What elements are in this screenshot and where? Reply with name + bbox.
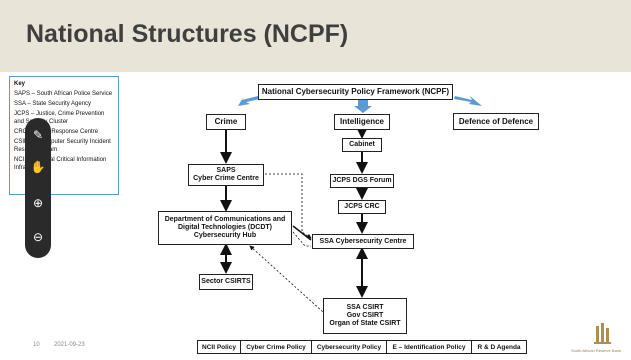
presentation-toolbar: ✎ ✋ ⊕ ⊖ bbox=[25, 118, 51, 258]
node-ssa-centre: SSA Cybersecurity Centre bbox=[312, 234, 414, 249]
blue-arrow-center bbox=[354, 100, 372, 113]
zoom-out-icon[interactable]: ⊖ bbox=[32, 230, 44, 244]
policy-bar: NCII Policy Cyber Crime Policy Cybersecu… bbox=[197, 340, 527, 354]
key-item: SAPS – South African Police Service bbox=[14, 91, 113, 97]
node-ncpf: National Cybersecurity Policy Framework … bbox=[258, 84, 453, 100]
title-banner: National Structures (NCPF) bbox=[0, 0, 631, 72]
key-item: CRC – Cyber Response Centre bbox=[14, 129, 99, 135]
policy-item: E – Identification Policy bbox=[386, 340, 472, 354]
draw-icon[interactable]: ✎ bbox=[32, 128, 44, 142]
policy-item: Cybersecurity Policy bbox=[311, 340, 387, 354]
node-cabinet: Cabinet bbox=[342, 138, 382, 152]
node-csirt-stack: SSA CSIRT Gov CSIRT Organ of State CSIRT bbox=[323, 298, 407, 334]
node-dcdt: Department of Communications and Digital… bbox=[158, 211, 292, 245]
zoom-in-icon[interactable]: ⊕ bbox=[32, 196, 44, 210]
node-saps: SAPS Cyber Crime Centre bbox=[188, 164, 264, 186]
node-jcps-dgs: JCPS DGS Forum bbox=[330, 174, 394, 188]
blue-arrow-right bbox=[454, 96, 482, 106]
key-item: SSA – State Security Agency bbox=[14, 101, 92, 107]
sarb-logo-icon bbox=[594, 323, 611, 344]
blue-arrow-left bbox=[238, 96, 260, 106]
node-jcps-crc: JCPS CRC bbox=[338, 200, 386, 214]
policy-item: Cyber Crime Policy bbox=[240, 340, 312, 354]
node-defence: Defence of Defence bbox=[453, 113, 539, 130]
logo-caption: South African Reserve Bank bbox=[570, 348, 622, 353]
policy-item: R & D Agenda bbox=[471, 340, 527, 354]
policy-item: NCII Policy bbox=[197, 340, 241, 354]
page-number: 10 bbox=[33, 342, 40, 348]
node-crime: Crime bbox=[206, 114, 246, 130]
node-sector-csirts: Sector CSIRTS bbox=[199, 274, 253, 290]
footer-date: 2021-09-23 bbox=[54, 342, 85, 348]
hand-icon[interactable]: ✋ bbox=[30, 160, 46, 174]
node-intelligence: Intelligence bbox=[334, 114, 390, 130]
page-title: National Structures (NCPF) bbox=[26, 20, 349, 48]
key-heading: Key bbox=[14, 81, 26, 87]
